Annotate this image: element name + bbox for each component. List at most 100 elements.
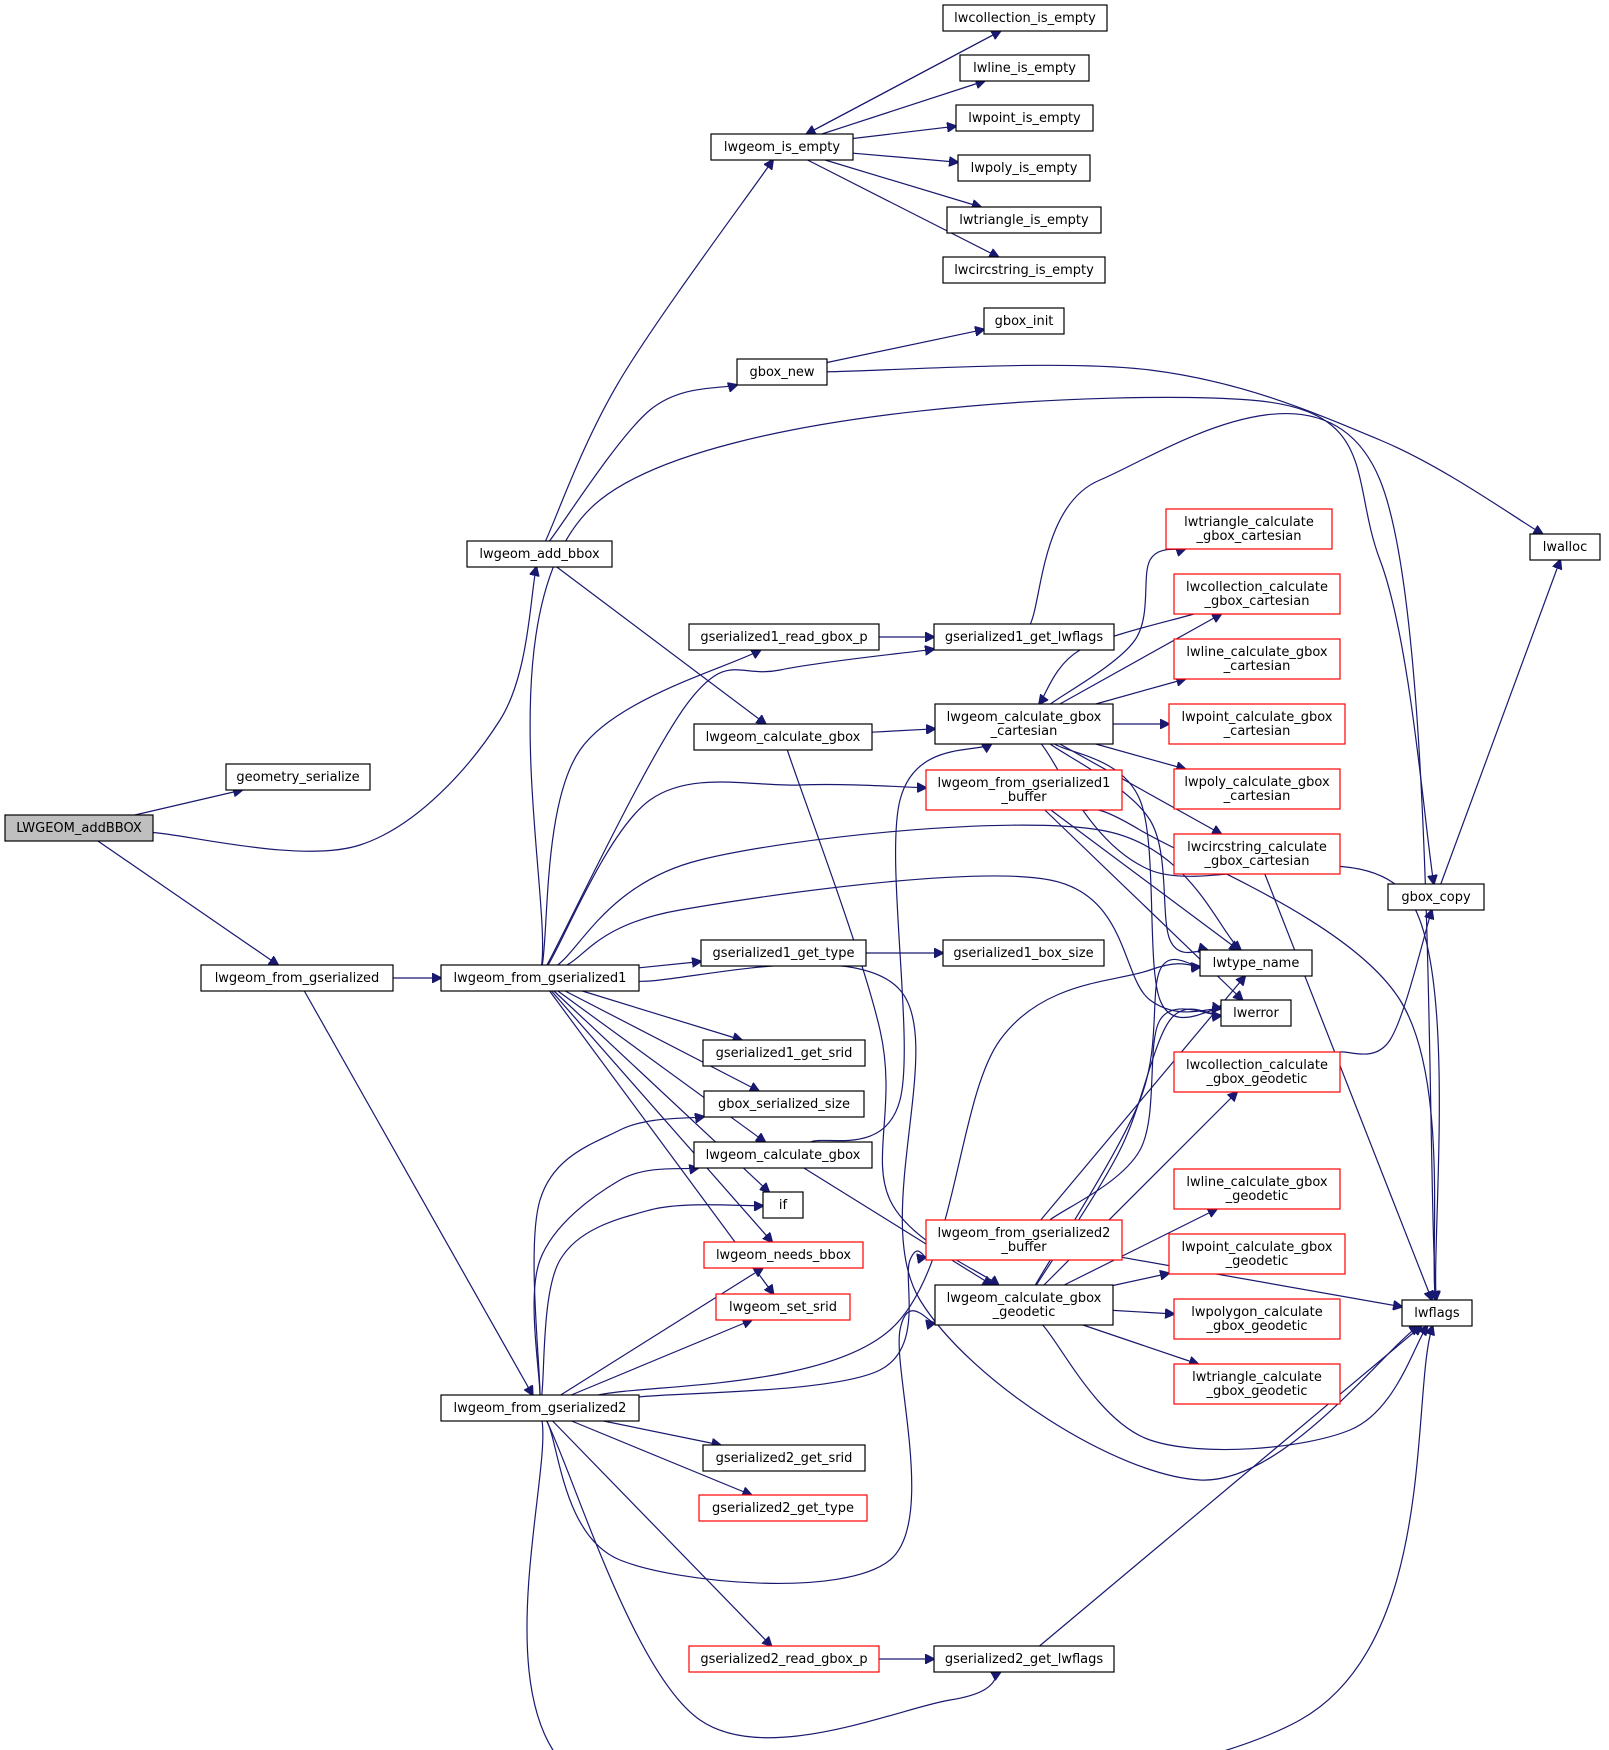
node-lwpoint-is-empty[interactable]: lwpoint_is_empty (955, 104, 1094, 132)
edge-line (806, 30, 1001, 134)
node-lwgeom-from-gserialized1[interactable]: lwgeom_from_gserialized1 (440, 964, 640, 992)
node-lwerror[interactable]: lwerror (1220, 999, 1292, 1027)
node-label: lwline_calculate_gbox (1186, 1175, 1328, 1190)
node-lwgeom-add-bbox[interactable]: lwgeom_add_bbox (466, 540, 613, 568)
node-lwgeom-from-gserialized2-buffer[interactable]: lwgeom_from_gserialized2_buffer (925, 1219, 1123, 1261)
edge-lwgeom_is_empty-to-lwcircstring_is_empty (807, 159, 999, 257)
node-lwline-calculate-gbox-cartesian[interactable]: lwline_calculate_gbox_cartesian (1173, 638, 1341, 680)
node-box (1401, 1299, 1473, 1327)
edge-LWGEOM_addBBOX-to-lwgeom_from_gserialized (97, 840, 278, 965)
edge-line (821, 81, 985, 135)
node-lwgeom-calculate-gbox-b[interactable]: lwgeom_calculate_gbox (693, 1141, 873, 1169)
node-box (1168, 703, 1346, 745)
node-lwpolygon-calculate-gbox-geodetic[interactable]: lwpolygon_calculate_gbox_geodetic (1173, 1298, 1341, 1340)
node-lwcollection-calculate-gbox-geodetic[interactable]: lwcollection_calculate_gbox_geodetic (1173, 1051, 1341, 1093)
node-lwline-calculate-gbox-geodetic[interactable]: lwline_calculate_gbox_geodetic (1173, 1168, 1341, 1210)
node-lwflags[interactable]: lwflags (1401, 1299, 1473, 1327)
node-lwtriangle-is-empty[interactable]: lwtriangle_is_empty (946, 206, 1102, 234)
node-lwpoly-calculate-gbox-cartesian[interactable]: lwpoly_calculate_gbox_cartesian (1173, 768, 1341, 810)
node-label: lwcircstring_is_empty (954, 263, 1094, 278)
node-label: lwline_is_empty (973, 61, 1076, 76)
node-gserialized1-read-gbox-p[interactable]: gserialized1_read_gbox_p (688, 623, 880, 651)
node-lwgeom-from-gserialized2[interactable]: lwgeom_from_gserialized2 (440, 1394, 640, 1422)
node-box (1173, 1298, 1341, 1340)
node-lwgeom-is-empty[interactable]: lwgeom_is_empty (710, 133, 854, 161)
node-gserialized1-box-size[interactable]: gserialized1_box_size (942, 939, 1105, 967)
edge-line (1050, 549, 1185, 705)
node-label: lwgeom_from_gserialized1 (454, 971, 627, 986)
node-label: gserialized2_get_lwflags (945, 1652, 1104, 1667)
node-geometry-serialize[interactable]: geometry_serialize (225, 763, 371, 791)
edge-line (1040, 976, 1245, 1221)
node-if[interactable]: if (762, 1191, 804, 1219)
node-gserialized2-get-type[interactable]: gserialized2_get_type (698, 1494, 868, 1522)
node-gbox-init[interactable]: gbox_init (983, 307, 1065, 335)
edge-line (638, 1250, 926, 1398)
node-box (983, 307, 1065, 335)
edge-lwgeom_from_gserialized2-to-if (541, 1205, 763, 1396)
edge-lwgeom_calculate_gbox_cartesian-to-lwflags (1040, 743, 1439, 1300)
node-lwline-is-empty[interactable]: lwline_is_empty (959, 54, 1090, 82)
node-gbox-copy[interactable]: gbox_copy (1387, 883, 1485, 911)
node-gserialized1-get-lwflags[interactable]: gserialized1_get_lwflags (933, 623, 1115, 651)
edge-line (582, 990, 741, 1040)
edge-lwgeom_from_gserialized2-to-lwgeom_calculate_gbox_geodetic (546, 1310, 935, 1584)
node-lwgeom-from-gserialized[interactable]: lwgeom_from_gserialized (200, 964, 394, 992)
edge-lwgeom_calculate_gbox_geodetic-to-lwline_calculate_gbox_geodetic (1063, 1209, 1217, 1286)
edge-lwgeom_from_gserialized1-to-lwtype_name (557, 824, 1241, 966)
edge-line (552, 1420, 772, 1646)
node-gserialized1-get-srid[interactable]: gserialized1_get_srid (702, 1039, 866, 1067)
edge-lwgeom_is_empty-to-lwpoint_is_empty (852, 126, 956, 140)
node-label: lwgeom_from_gserialized2 (454, 1401, 627, 1416)
node-box (693, 1141, 873, 1169)
edge-line (134, 790, 242, 816)
edge-gbox_new-to-lwalloc (826, 364, 1543, 534)
node-label: gbox_init (995, 314, 1054, 329)
node-lwtriangle-calculate-gbox-geodetic[interactable]: lwtriangle_calculate_gbox_geodetic (1173, 1363, 1341, 1405)
edge-lwcircstring_calculate_gbox_cartesian-to-lwflags (1264, 873, 1432, 1300)
node-lwgeom-calculate-gbox-cartesian[interactable]: lwgeom_calculate_gbox_cartesian (934, 703, 1114, 745)
node-lwcircstring-is-empty[interactable]: lwcircstring_is_empty (942, 256, 1106, 284)
node-gbox-serialized-size[interactable]: gbox_serialized_size (703, 1090, 865, 1118)
node-label: lwgeom_set_srid (729, 1300, 837, 1315)
node-box (1168, 1233, 1346, 1275)
node-lwcollection-calculate-gbox-cartesian[interactable]: lwcollection_calculate_gbox_cartesian (1173, 573, 1341, 615)
edge-line (810, 744, 992, 1143)
node-lwgeom-calculate-gbox-geodetic[interactable]: lwgeom_calculate_gbox_geodetic (934, 1284, 1114, 1326)
edge-line (1039, 1326, 1422, 1647)
node-box (1220, 999, 1292, 1027)
node-lwpoly-is-empty[interactable]: lwpoly_is_empty (957, 154, 1091, 182)
edge-lwgeom_from_gserialized1-to-lwgeom_needs_bbox (550, 990, 772, 1242)
edge-line (1029, 413, 1436, 1300)
node-label: lwpoint_calculate_gbox (1182, 710, 1333, 725)
node-lwgeom-calculate-gbox-a[interactable]: lwgeom_calculate_gbox (693, 723, 873, 751)
node-label: lwgeom_add_bbox (479, 547, 600, 562)
node-lwtriangle-calculate-gbox-cartesian[interactable]: lwtriangle_calculate_gbox_cartesian (1165, 508, 1333, 550)
node-lwgeom-from-gserialized1-buffer[interactable]: lwgeom_from_gserialized1_buffer (925, 769, 1123, 811)
node-gserialized2-read-gbox-p[interactable]: gserialized2_read_gbox_p (688, 1645, 880, 1673)
node-lwtype-name[interactable]: lwtype_name (1199, 949, 1313, 977)
node-lwgeom-set-srid[interactable]: lwgeom_set_srid (715, 1293, 851, 1321)
edge-lwgeom_calculate_gbox_a-to-lwgeom_calculate_gbox_cartesian (871, 729, 935, 732)
node-lwpoint-calculate-gbox-cartesian[interactable]: lwpoint_calculate_gbox_cartesian (1168, 703, 1346, 745)
edge-line (560, 1268, 763, 1396)
node-lwgeom-addbbox[interactable]: LWGEOM_addBBOX (4, 814, 154, 842)
node-lwalloc[interactable]: lwalloc (1529, 533, 1601, 561)
edge-line (526, 1326, 1433, 1750)
node-gserialized2-get-lwflags[interactable]: gserialized2_get_lwflags (933, 1645, 1115, 1673)
node-label: lwpoly_is_empty (971, 161, 1078, 176)
node-lwcircstring-calculate-gbox-cartesian[interactable]: lwcircstring_calculate_gbox_cartesian (1173, 833, 1341, 875)
node-lwgeom-needs-bbox[interactable]: lwgeom_needs_bbox (703, 1241, 864, 1269)
edge-lwgeom_from_gserialized2-to-gserialized2_get_srid (603, 1420, 720, 1445)
edge-lwgeom_calculate_gbox_cartesian-to-lwtriangle_calculate_gbox_cartesian (1050, 549, 1185, 705)
node-gserialized2-get-srid[interactable]: gserialized2_get_srid (702, 1444, 866, 1472)
edge-lwgeom_from_gserialized2-to-lwgeom_set_srid (571, 1320, 751, 1396)
edge-line (1059, 614, 1221, 705)
node-label: lwpoint_calculate_gbox (1182, 1240, 1333, 1255)
node-lwcollection-is-empty[interactable]: lwcollection_is_empty (942, 4, 1108, 32)
edge-lwgeom_calculate_gbox_geodetic-to-lwpoint_calculate_gbox_geodetic (1112, 1273, 1169, 1287)
node-lwpoint-calculate-gbox-geodetic[interactable]: lwpoint_calculate_gbox_geodetic (1168, 1233, 1346, 1275)
edge-line (533, 1117, 704, 1396)
node-gserialized1-get-type[interactable]: gserialized1_get_type (700, 939, 867, 967)
node-gbox-new[interactable]: gbox_new (736, 358, 828, 386)
